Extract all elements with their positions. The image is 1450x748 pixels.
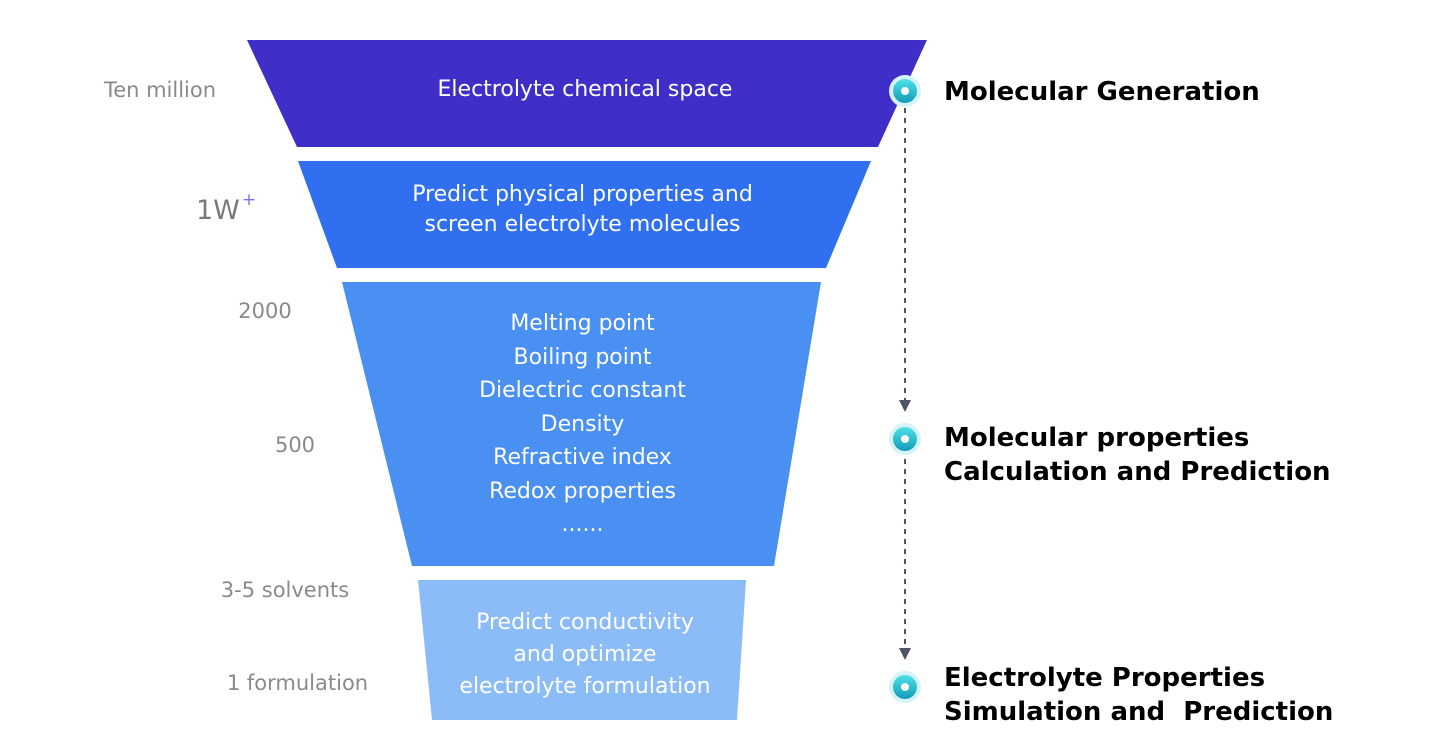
- step-label-line: Molecular properties: [944, 423, 1250, 453]
- stage-4-line: Predict conductivity: [476, 610, 694, 635]
- stage-3-text: Melting point Boiling point Dielectric c…: [350, 307, 815, 542]
- property-boiling-point: Boiling point: [513, 344, 652, 370]
- count-1w: 1W+: [180, 190, 270, 227]
- step-molecular-generation: Molecular Generation: [944, 75, 1260, 109]
- stage-4-text: Predict conductivity and optimize electr…: [430, 607, 740, 703]
- step-electrolyte-properties: Electrolyte Properties Simulation and Pr…: [944, 661, 1333, 729]
- stage-1-text: Electrolyte chemical space: [290, 74, 880, 106]
- stage-2-line: screen electrolyte molecules: [424, 212, 741, 237]
- property-redox: Redox properties: [489, 478, 676, 504]
- arrow-down-icon: [899, 648, 911, 660]
- funnel-stage-3: [342, 282, 821, 566]
- count-500: 500: [274, 433, 316, 457]
- property-dielectric-constant: Dielectric constant: [479, 378, 686, 403]
- count-solvents: 3-5 solvents: [220, 578, 350, 602]
- step-dot-icon: [889, 671, 921, 703]
- property-melting-point: Melting point: [510, 311, 655, 336]
- stage-1-line: Electrolyte chemical space: [437, 77, 733, 102]
- count-1w-value: 1W: [195, 195, 240, 226]
- step-molecular-properties: Molecular properties Calculation and Pre…: [944, 421, 1331, 489]
- step-label-line: Simulation and Prediction: [944, 697, 1334, 727]
- funnel-stage-4: [418, 580, 746, 720]
- property-refractive-index: Refractive index: [493, 445, 672, 470]
- count-formulation: 1 formulation: [226, 671, 369, 695]
- step-dot-icon: [889, 423, 921, 455]
- stage-4-line: and optimize: [513, 642, 657, 667]
- property-density: Density: [540, 411, 625, 437]
- count-1w-superscript: +: [241, 190, 257, 210]
- arrow-down-icon: [899, 400, 911, 412]
- step-label-line: Calculation and Prediction: [944, 457, 1331, 487]
- funnel-stage-2: [298, 161, 871, 268]
- stage-2-text: Predict physical properties and screen e…: [300, 180, 865, 240]
- step-label-line: Electrolyte Properties: [944, 663, 1266, 693]
- stage-4-line: electrolyte formulation: [459, 674, 711, 699]
- count-ten-million: Ten million: [103, 78, 217, 102]
- step-dot-icon: [889, 75, 921, 107]
- funnel-stage-1: [247, 40, 927, 147]
- property-ellipsis: ......: [561, 512, 604, 537]
- stage-2-line: Predict physical properties and: [412, 182, 753, 207]
- step-label-line: Molecular Generation: [944, 77, 1260, 107]
- count-2000: 2000: [238, 299, 292, 323]
